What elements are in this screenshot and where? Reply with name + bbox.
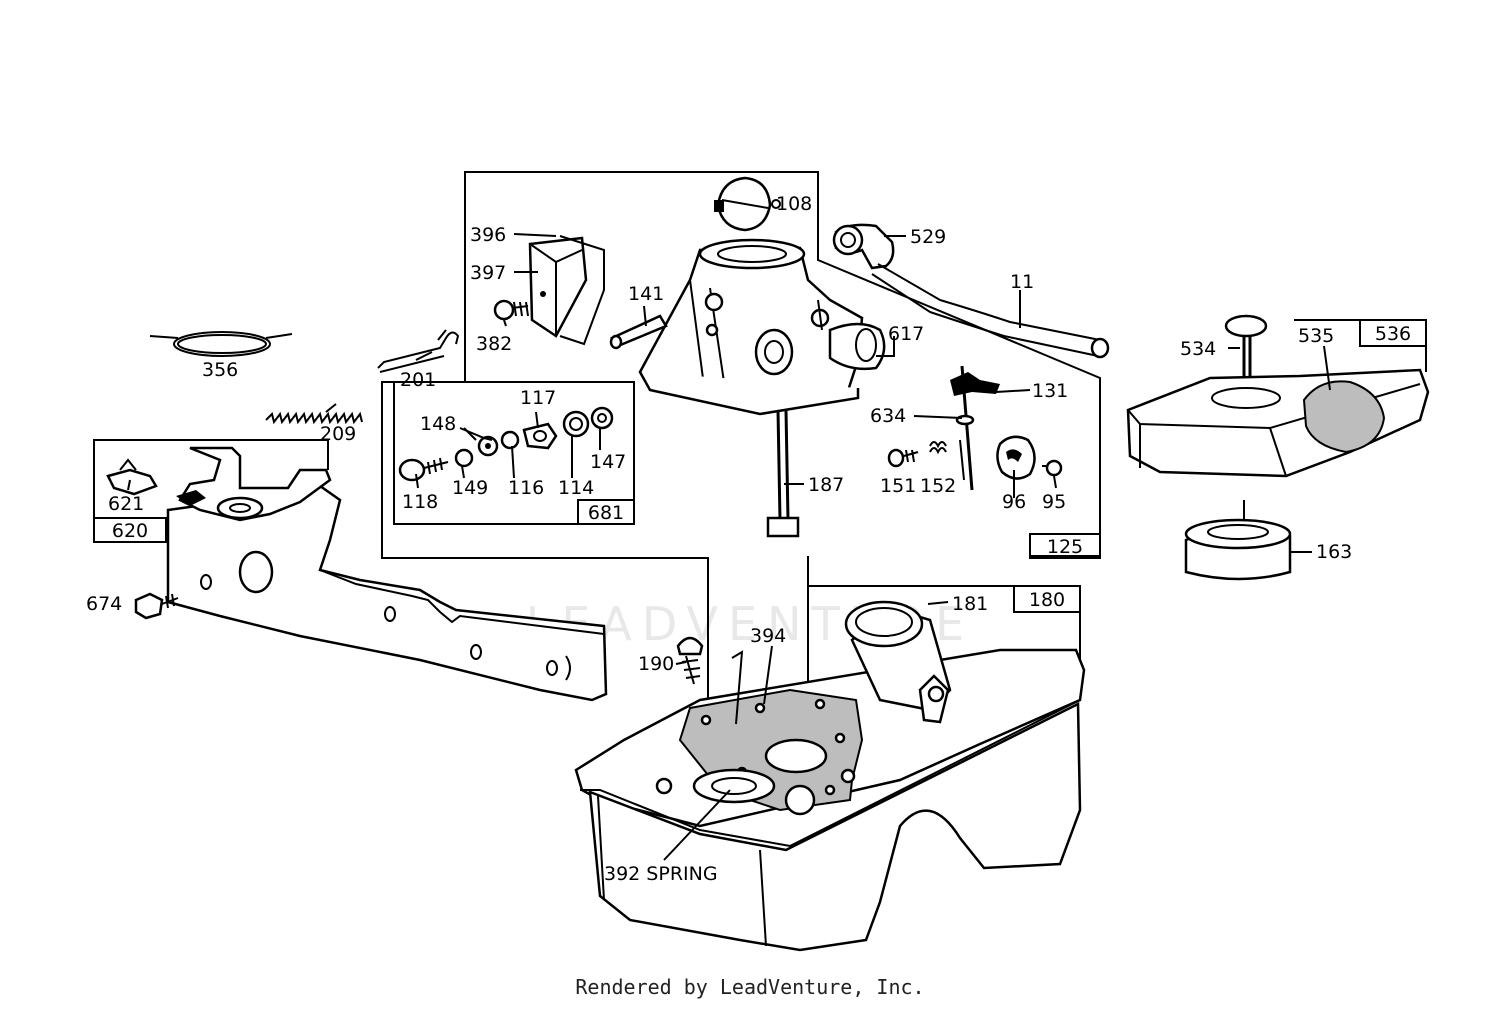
part-label-163: 163 <box>1316 541 1352 563</box>
leader-lines <box>127 233 1331 861</box>
part-label-118: 118 <box>402 491 438 513</box>
part-label-534: 534 <box>1180 338 1216 360</box>
part-label-201: 201 <box>400 369 436 391</box>
air-cleaner-base-drawing <box>1184 500 1292 581</box>
part-label-149: 149 <box>452 477 488 499</box>
spring-152-drawing <box>929 441 947 455</box>
part-label-396: 396 <box>470 224 506 246</box>
part-label-397: 397 <box>470 262 506 284</box>
link-201-drawing <box>377 329 460 373</box>
screw-151-drawing <box>887 448 919 468</box>
elbow-fitting-drawing <box>832 223 895 270</box>
part-label-96: 96 <box>1002 491 1026 513</box>
part-label-634: 634 <box>870 405 906 427</box>
part-label-151: 151 <box>880 475 916 497</box>
control-bracket-drawing <box>166 446 608 702</box>
spring-209-drawing <box>265 411 363 425</box>
bolt-674-drawing <box>134 592 179 620</box>
needle-valve-parts-drawing <box>398 406 614 482</box>
part-label-617: 617 <box>888 323 924 345</box>
part-label-152: 152 <box>920 475 956 497</box>
fuel-pipe-drawing <box>871 263 1110 359</box>
part-label-187: 187 <box>808 474 844 496</box>
bolt-drawing <box>766 409 800 538</box>
carburetor-body-drawing <box>638 238 886 416</box>
pin-141-drawing <box>609 314 668 350</box>
part-label-11: 11 <box>1010 271 1034 293</box>
part-label-190: 190 <box>638 653 674 675</box>
screw-382-drawing <box>493 299 529 321</box>
throttle-shaft-drawing <box>950 365 1000 491</box>
bracket-drawing <box>528 235 605 346</box>
part-label-529: 529 <box>910 226 946 248</box>
svg-text:125: 125 <box>1047 536 1083 558</box>
spring-392-drawing <box>655 768 856 816</box>
screw-95-drawing <box>1042 459 1063 477</box>
box-125: 125 <box>1029 533 1101 559</box>
choke-plate-drawing <box>714 176 781 232</box>
air-cleaner-body-drawing <box>1126 368 1430 478</box>
part-label-621: 621 <box>108 493 144 515</box>
part-label-114: 114 <box>558 477 594 499</box>
part-label-131: 131 <box>1032 380 1068 402</box>
part-label-535: 535 <box>1298 325 1334 347</box>
box-620-bracket: 620 <box>93 439 329 543</box>
part-label-95: 95 <box>1042 491 1066 513</box>
screw-190-drawing <box>676 636 704 685</box>
part-label-674: 674 <box>86 593 122 615</box>
part-label-356: 356 <box>202 359 238 381</box>
svg-text:681: 681 <box>588 502 624 524</box>
part-label-209: 209 <box>320 423 356 445</box>
part-label-108: 108 <box>776 193 812 215</box>
throttle-plate-drawing <box>996 435 1036 480</box>
part-label-147: 147 <box>590 451 626 473</box>
gasket-ring-drawing <box>149 331 293 357</box>
part-label-148: 148 <box>420 413 456 435</box>
part-label-392-spring: 392 SPRING <box>604 863 718 885</box>
part-label-117: 117 <box>520 387 556 409</box>
part-label-394: 394 <box>750 625 786 647</box>
svg-text:536: 536 <box>1375 323 1411 345</box>
box-180-tank: 180 <box>808 585 1081 660</box>
part-label-141: 141 <box>628 283 664 305</box>
part-label-382: 382 <box>476 333 512 355</box>
svg-text:620: 620 <box>112 520 148 542</box>
part-labels: 108 396 397 382 141 529 11 617 131 634 1… <box>86 193 1352 885</box>
part-label-116: 116 <box>508 477 544 499</box>
box-536-air-cleaner: 536 <box>1294 319 1427 372</box>
part-label-181: 181 <box>952 593 988 615</box>
svg-text:180: 180 <box>1029 589 1065 611</box>
clip-621-drawing <box>106 458 158 496</box>
footer-credit: Rendered by LeadVenture, Inc. <box>575 975 925 999</box>
filler-neck-drawing <box>844 600 952 724</box>
box-681-inset: 681 <box>393 381 635 525</box>
